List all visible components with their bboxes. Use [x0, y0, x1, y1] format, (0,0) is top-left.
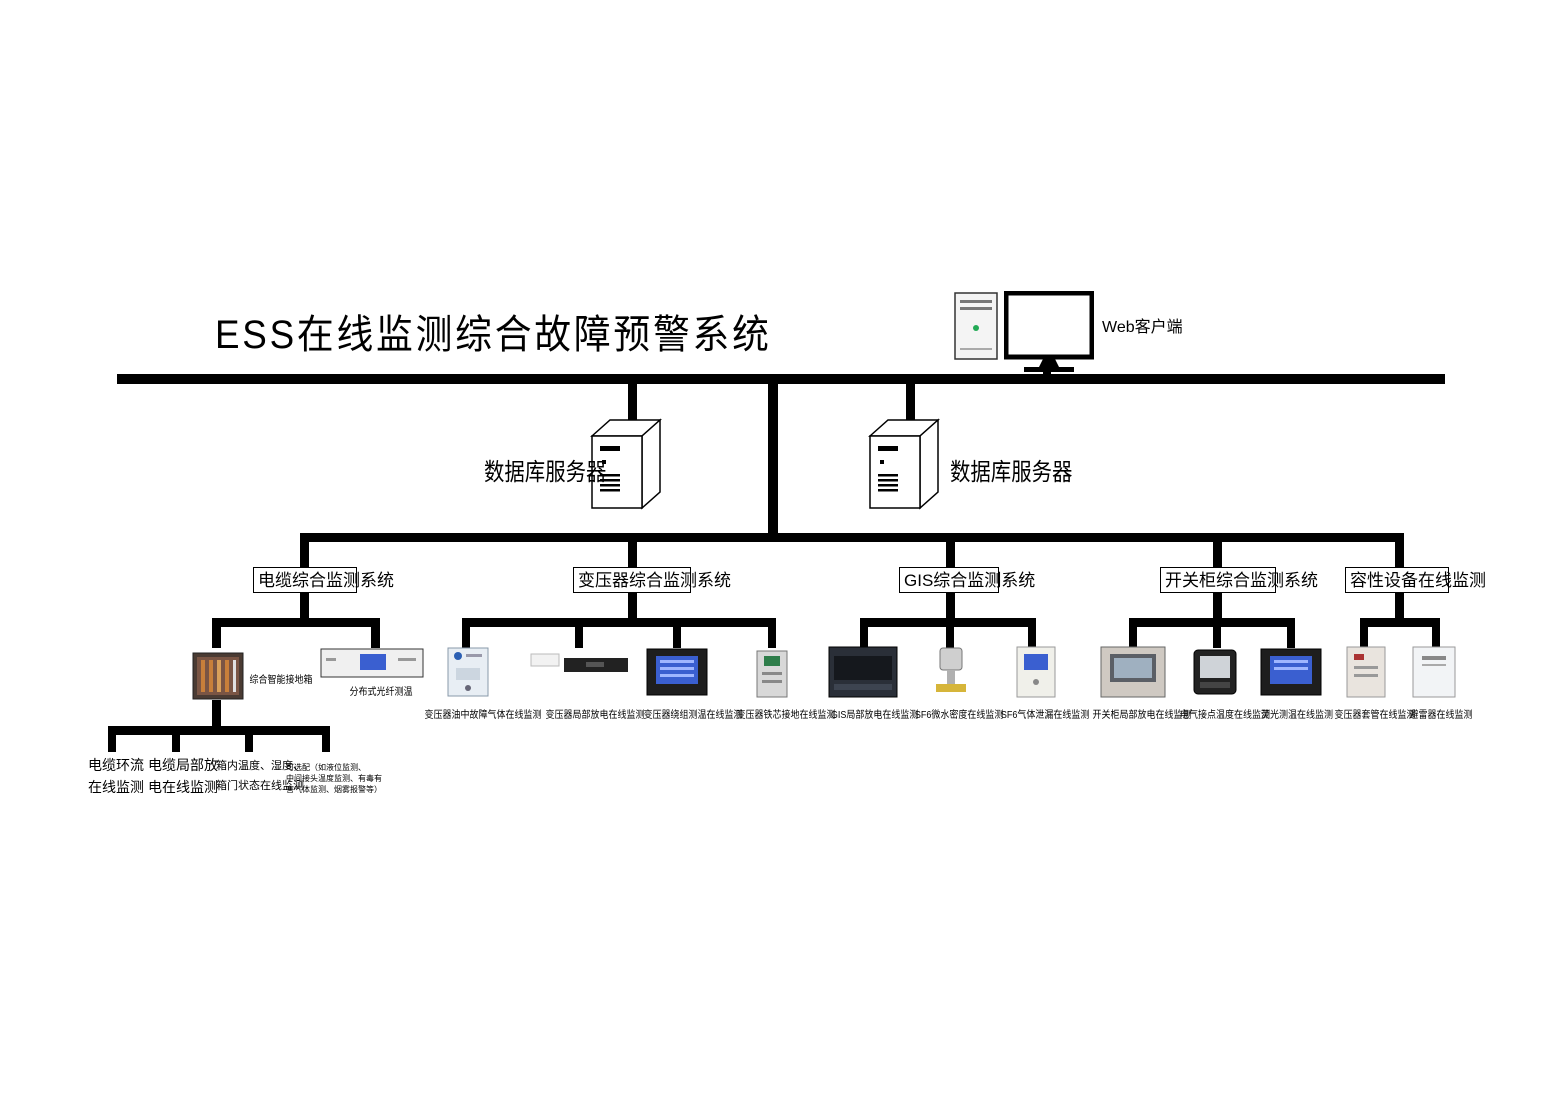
server-1-drop-line — [628, 382, 637, 420]
drop-line — [1213, 593, 1222, 619]
cable-sub-2: 电缆局部放 电在线监测 — [148, 754, 218, 798]
sf6-leak-monitor-image — [1016, 646, 1056, 698]
device-label: 变压器铁芯接地在线监测 — [736, 710, 836, 721]
drop-line — [322, 726, 330, 752]
drop-line — [212, 618, 221, 648]
cable-sub-4: 可选配（如液位监测、 中间接头温度监测、有毒有 害气体监测、烟雾报警等） — [286, 762, 382, 795]
branch-line — [462, 618, 776, 627]
branch-line — [1360, 618, 1440, 627]
monitor-drop-line — [1043, 362, 1051, 376]
subsystem-gis: GIS综合监测系统 — [899, 567, 1035, 593]
drop-line — [245, 726, 253, 752]
device-label: 变压器绕组测温在线监测 — [643, 710, 743, 721]
oil-gas-monitor-image — [446, 646, 490, 698]
drop-line — [108, 726, 116, 752]
device-label: 变压器局部放电在线监测 — [545, 710, 645, 721]
drop-line — [628, 593, 637, 619]
drop-line — [946, 593, 955, 619]
grounding-box-image — [192, 652, 244, 700]
gis-pd-monitor-image — [828, 646, 898, 698]
drop-line — [462, 618, 470, 648]
cable-sub-3-line2: 箱门状态在线监测 — [216, 780, 304, 792]
cable-sub-3-line1: 箱内温度、湿度、 — [216, 760, 304, 772]
drop-line — [1395, 533, 1404, 569]
drop-line — [1028, 618, 1036, 648]
device-label: 开关柜局部放电在线监测 — [1092, 710, 1192, 721]
winding-temp-monitor-image — [646, 648, 708, 696]
server-2-label: 数据库服务器 — [950, 459, 1073, 486]
cable-sub-1-line2: 在线监测 — [88, 779, 144, 795]
subsystem-capacitive: 容性设备在线监测 — [1345, 567, 1486, 593]
device-label: SF6气体泄漏在线监测 — [1000, 710, 1090, 721]
web-client-label: Web客户端 — [1102, 319, 1183, 336]
server-1-label: 数据库服务器 — [484, 459, 607, 486]
subsystem-switchgear: 开关柜综合监测系统 — [1160, 567, 1318, 593]
fiber-temp-device-image — [320, 648, 424, 678]
page-title: ESS在线监测综合故障预警系统 — [215, 313, 772, 357]
drop-line — [1395, 593, 1404, 619]
device-label: 避雷器在线监测 — [1409, 710, 1473, 721]
drop-line — [1213, 533, 1222, 569]
grounding-box-label: 综合智能接地箱 — [249, 675, 313, 686]
drop-line — [300, 533, 309, 569]
cable-sub-4-line2: 中间接头温度监测、有毒有 — [286, 774, 382, 783]
monitor-icon — [1004, 291, 1094, 373]
device-label: SF6微水密度在线监测 — [914, 710, 1004, 721]
server-2-drop-line — [906, 382, 915, 420]
pc-tower-icon — [954, 292, 998, 360]
device-label: 电气接点温度在线监测 — [1180, 710, 1270, 721]
cable-sub-4-line1: 可选配（如液位监测、 — [286, 763, 366, 772]
branch-line — [212, 618, 380, 627]
drop-line — [860, 618, 868, 648]
drop-line — [1432, 618, 1440, 648]
device-label: 变压器套管在线监测 — [1334, 710, 1416, 721]
drop-line — [1129, 618, 1137, 648]
drop-line — [300, 593, 309, 619]
contact-temp-monitor-image — [1192, 648, 1238, 696]
database-server-icon — [868, 418, 940, 510]
drop-line — [575, 618, 583, 648]
drop-line — [946, 533, 955, 569]
drop-line — [212, 700, 221, 728]
drop-line — [1287, 618, 1295, 648]
drop-line — [946, 618, 954, 648]
subsystem-cable: 电缆综合监测系统 — [253, 567, 394, 593]
device-label: 变压器油中故障气体在线监测 — [424, 710, 542, 721]
drop-line — [1213, 618, 1221, 648]
cable-sub-2-line1: 电缆局部放 — [148, 757, 218, 773]
drop-line — [1360, 618, 1368, 648]
main-bus-line — [117, 374, 1445, 384]
cable-sub-1: 电缆环流 在线监测 — [88, 754, 144, 798]
cable-sub-3: 箱内温度、湿度、 箱门状态在线监测 — [216, 756, 304, 796]
cable-sub-1-line1: 电缆环流 — [88, 757, 144, 773]
drop-line — [673, 618, 681, 648]
branch-line — [108, 726, 330, 735]
drop-line — [371, 618, 380, 648]
device-label: 荧光测温在线监测 — [1261, 710, 1333, 721]
drop-line — [628, 533, 637, 569]
arrester-monitor-image — [1412, 646, 1456, 698]
sf6-density-monitor-image — [926, 646, 976, 698]
switchgear-pd-monitor-image — [1100, 646, 1166, 698]
branch-line — [1129, 618, 1295, 627]
database-server-icon — [590, 418, 662, 510]
transformer-pd-monitor-image — [530, 650, 630, 678]
core-ground-monitor-image — [756, 650, 788, 698]
drop-line — [768, 618, 776, 648]
subsystem-transformer: 变压器综合监测系统 — [573, 567, 731, 593]
cable-sub-2-line2: 电在线监测 — [148, 779, 218, 795]
cable-sub-4-line3: 害气体监测、烟雾报警等） — [286, 785, 382, 794]
bushing-monitor-image — [1346, 646, 1386, 698]
drop-line — [172, 726, 180, 752]
fiber-temp-label: 分布式光纤测温 — [349, 687, 413, 698]
device-label: GIS局部放电在线监测 — [830, 710, 919, 721]
sub-bus-line — [300, 533, 1404, 542]
fluorescent-temp-monitor-image — [1260, 648, 1322, 696]
trunk-line — [768, 382, 778, 538]
